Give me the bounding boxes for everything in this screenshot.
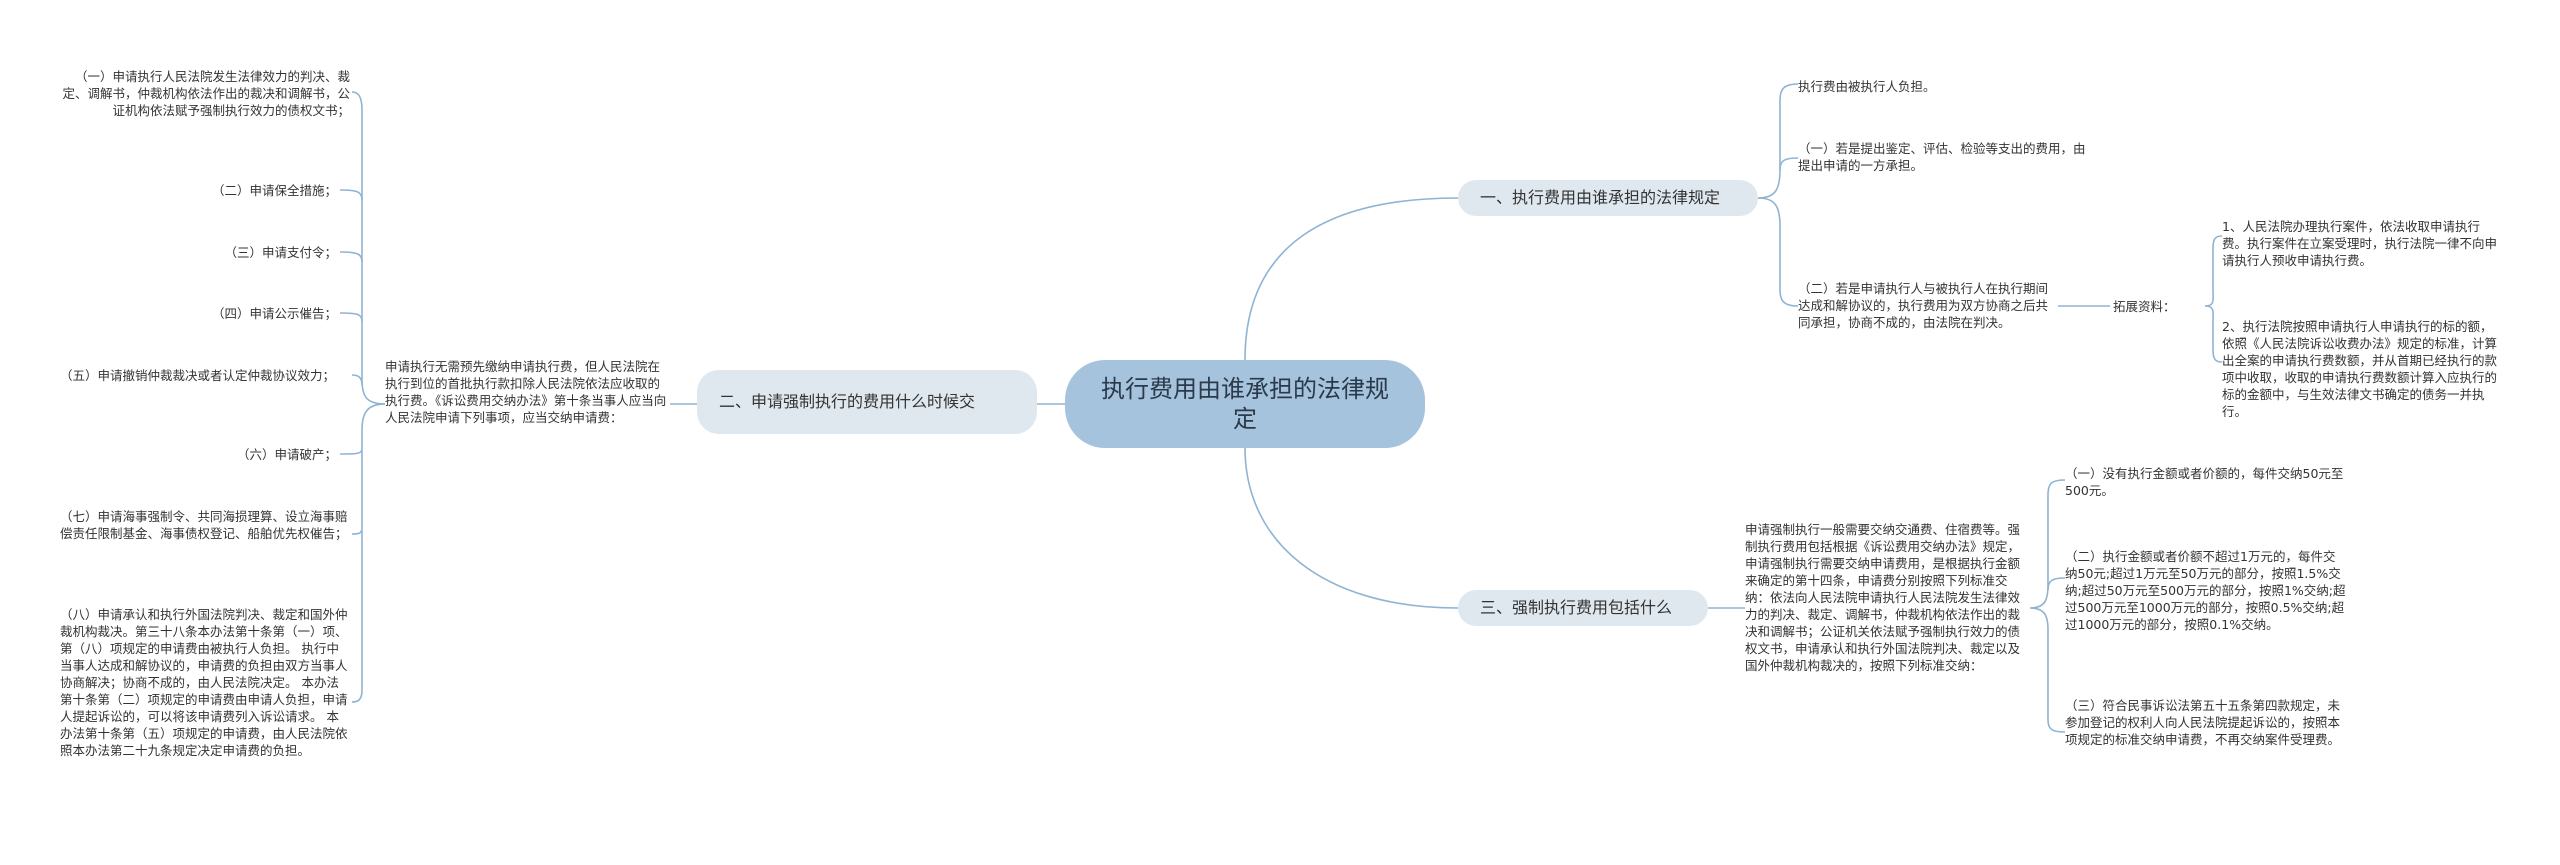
link-ext-1 [2204, 235, 2223, 307]
branch-1-ext-item-1: 1、人民法院办理执行案件，依法收取申请执行费。执行案件在立案受理时，执行法院一律… [2222, 219, 2498, 268]
root-topic[interactable]: 执行费用由谁承担的法律规定 [1065, 360, 1425, 448]
link-b2-i1 [351, 91, 386, 405]
branch-1-label: 一、执行费用由谁承担的法律规定 [1480, 188, 1721, 207]
link-b3-i1 [2029, 479, 2066, 609]
branch-2-item-3: （三）申请支付令； [224, 245, 337, 260]
link-b2-i5 [351, 374, 363, 386]
link-ext-2 [2204, 305, 2223, 363]
link-b2-i3 [339, 251, 363, 263]
branch-1-child-1: 执行费由被执行人负担。 [1798, 79, 1936, 94]
branch-3-label: 三、强制执行费用包括什么 [1480, 598, 1673, 617]
branch-3-item-2: （二）执行金额或者价额不超过1万元的，每件交纳50元;超过1万元至50万元的部分… [2065, 549, 2346, 632]
branch-1-topic[interactable]: 一、执行费用由谁承担的法律规定 [1458, 180, 1758, 216]
branch-2-item-6: （六）申请破产； [236, 447, 337, 462]
branch-3-topic[interactable]: 三、强制执行费用包括什么 [1458, 590, 1708, 626]
link-b3-i2 [2047, 577, 2066, 591]
branch-2-item-7: （七）申请海事强制令、共同海损理算、设立海事赔偿责任限制基金、海事债权登记、船舶… [60, 509, 348, 541]
branch-2-topic[interactable]: 二、申请强制执行的费用什么时候交 [697, 370, 1037, 434]
branch-1-child-2: （一）若是提出鉴定、评估、检验等支出的费用，由提出申请的一方承担。 [1798, 141, 2086, 173]
branch-2-item-5: （五）申请撤销仲裁裁决或者认定仲裁协议效力； [60, 368, 336, 383]
link-b2-i7 [351, 450, 363, 535]
branch-2-intro: 申请执行无需预先缴纳申请执行费，但人民法院在执行到位的首批执行款扣除人民法院依法… [385, 359, 667, 425]
branch-2-item-2: （二）申请保全措施； [211, 183, 337, 198]
link-b3-i3 [2029, 607, 2066, 733]
link-b1-c2 [1779, 157, 1799, 171]
branch-2-item-4: （四）申请公示催告； [211, 306, 337, 321]
branch-1-ext-label: 拓展资料： [2113, 299, 2176, 314]
branch-3-item-1: （一）没有执行金额或者价额的，每件交纳50元至500元。 [2065, 466, 2344, 498]
branch-3-intro: 申请强制执行一般需要交纳交通费、住宿费等。强制执行费用包括根据《诉讼费用交纳办法… [1745, 522, 2021, 673]
link-b2-i2 [339, 189, 363, 201]
link-b2-i4 [339, 312, 363, 323]
link-b1-c1 [1757, 83, 1799, 199]
link-b1-c3 [1757, 197, 1799, 307]
branch-1-child-3: （二）若是申请执行人与被执行人在执行期间达成和解协议的，执行费用为双方协商之后共… [1798, 281, 2049, 330]
branch-2-item-1: （一）申请执行人民法院发生法律效力的判决、裁定、调解书，仲裁机构依法作出的裁决和… [62, 69, 350, 118]
link-root-branch-3 [1244, 447, 1459, 609]
branch-2-item-8: （八）申请承认和执行外国法院判决、裁定和国外仲裁机构裁决。第三十八条本办法第十条… [60, 607, 348, 758]
link-root-branch-1 [1244, 197, 1459, 361]
branch-1-ext-item-2: 2、执行法院按照申请执行人申请执行的标的额，依照《人民法院诉讼收费办法》规定的标… [2222, 319, 2498, 419]
link-b2-i8 [351, 530, 363, 703]
branch-3-item-3: （三）符合民事诉讼法第五十五条第四款规定，未参加登记的权利人向人民法院提起诉讼的… [2065, 698, 2341, 747]
link-b2-i6 [339, 403, 386, 455]
branch-2-label: 二、申请强制执行的费用什么时候交 [719, 392, 976, 411]
root-topic-label: 执行费用由谁承担的法律规定 [1101, 375, 1389, 433]
